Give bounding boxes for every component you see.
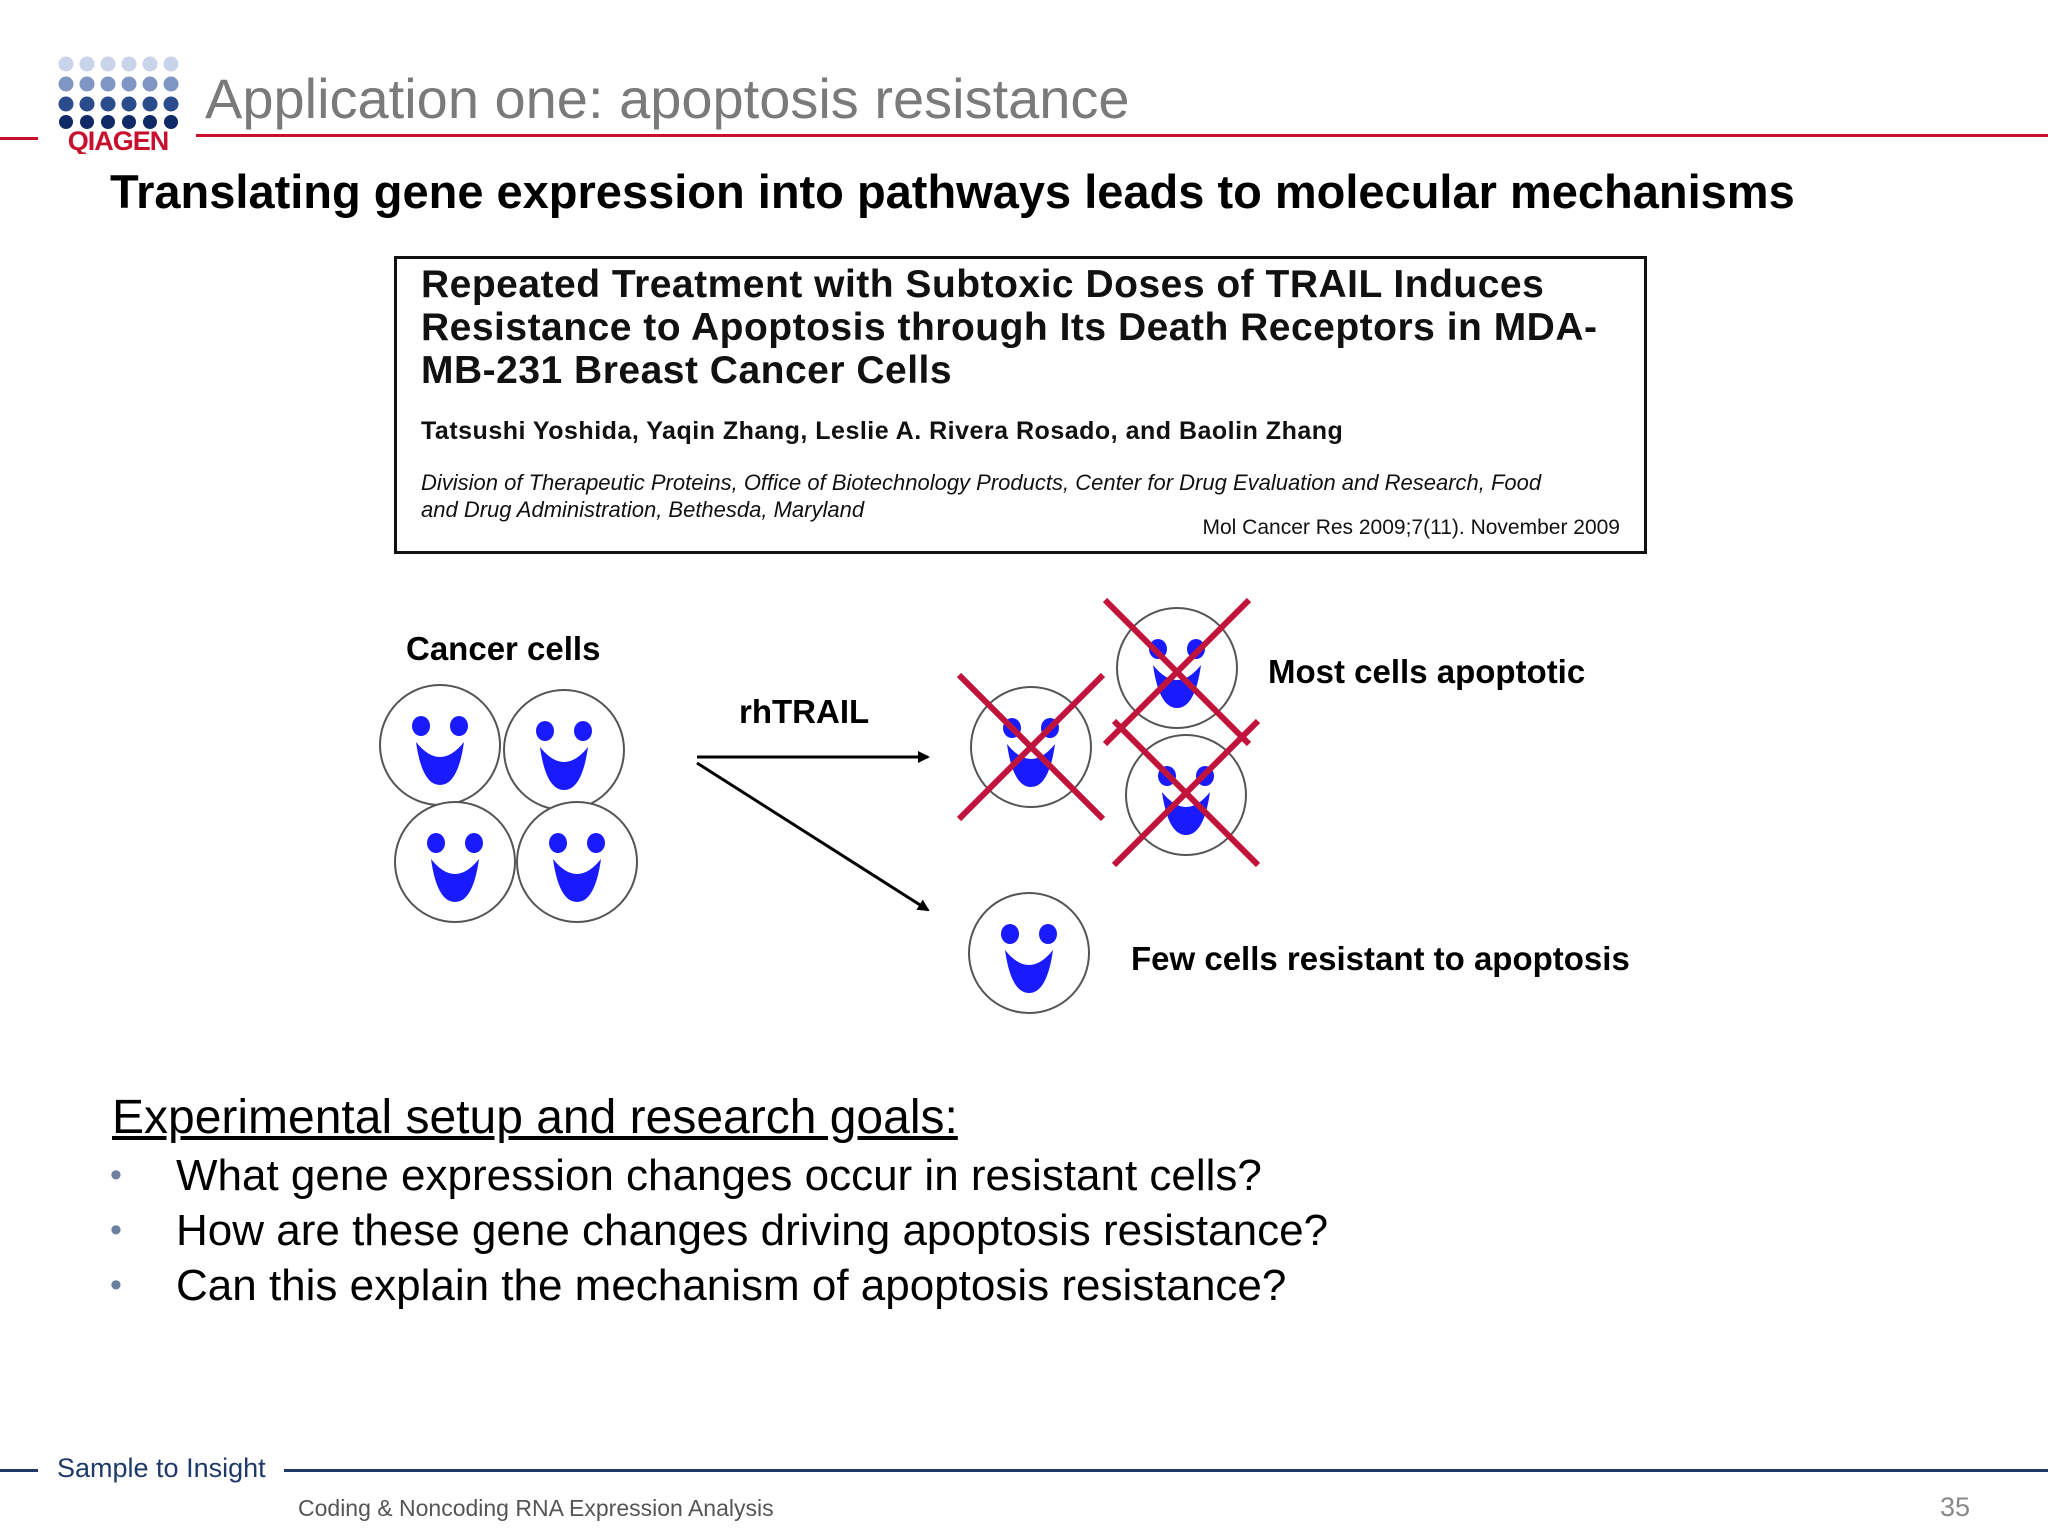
list-item: • How are these gene changes driving apop… [110, 1203, 1328, 1258]
resistant-cell [968, 892, 1090, 1014]
footer-deck-title: Coding & Noncoding RNA Expression Analys… [298, 1495, 774, 1521]
goals-list: • What gene expression changes occur in r… [110, 1148, 1328, 1313]
logo-wordmark: QIAGEN [68, 126, 169, 154]
footer-divider [284, 1469, 2048, 1472]
list-item: • What gene expression changes occur in r… [110, 1148, 1328, 1203]
goal-text: What gene expression changes occur in re… [176, 1151, 1262, 1200]
bullet-icon: • [110, 1266, 122, 1304]
qiagen-logo-graphic: QIAGEN [58, 56, 179, 156]
arrow-to-resistant [696, 761, 930, 912]
slide-title: Application one: apoptosis resistance [205, 67, 1130, 130]
apoptosis-diagram: Cancer cells rhTRAIL Most cells apoptoti… [0, 580, 2048, 1030]
cancer-cells-label: Cancer cells [406, 630, 601, 667]
footer-tagline: Sample to Insight [57, 1453, 266, 1483]
page-number: 35 [1939, 1492, 1970, 1522]
treatment-label: rhTRAIL [739, 693, 870, 730]
goal-text: Can this explain the mechanism of apopto… [176, 1261, 1287, 1310]
bullet-icon: • [110, 1156, 122, 1194]
paper-reference: Mol Cancer Res 2009;7(11). November 2009 [1202, 516, 1621, 539]
list-item: • Can this explain the mechanism of apopt… [110, 1258, 1328, 1313]
diagram-graphic [379, 580, 2048, 1014]
paper-citation-box: Repeated Treatment with Subtoxic Doses o… [394, 256, 1647, 554]
bullet-icon: • [110, 1211, 122, 1249]
header-divider [196, 134, 2048, 137]
cancer-cell-1 [379, 684, 501, 806]
cancer-cell-2 [503, 689, 625, 811]
paper-affiliation: Division of Therapeutic Proteins, Office… [421, 470, 1542, 522]
cancer-cell-4 [516, 801, 638, 923]
paper-authors: Tatsushi Yoshida, Yaqin Zhang, Leslie A.… [421, 417, 1344, 445]
resistant-label: Few cells resistant to apoptosis [1131, 940, 1630, 977]
goal-text: How are these gene changes driving apopt… [176, 1206, 1329, 1255]
footer-divider-left [0, 1469, 38, 1472]
slide-subtitle: Translating gene expression into pathway… [110, 165, 1795, 218]
apoptotic-label: Most cells apoptotic [1268, 653, 1586, 690]
paper-title: Repeated Treatment with Subtoxic Doses o… [421, 263, 1598, 392]
cancer-cell-3 [394, 801, 516, 923]
goals-heading: Experimental setup and research goals: [112, 1091, 958, 1144]
qiagen-logo: QIAGEN [56, 54, 180, 156]
header-divider-left [0, 137, 38, 140]
